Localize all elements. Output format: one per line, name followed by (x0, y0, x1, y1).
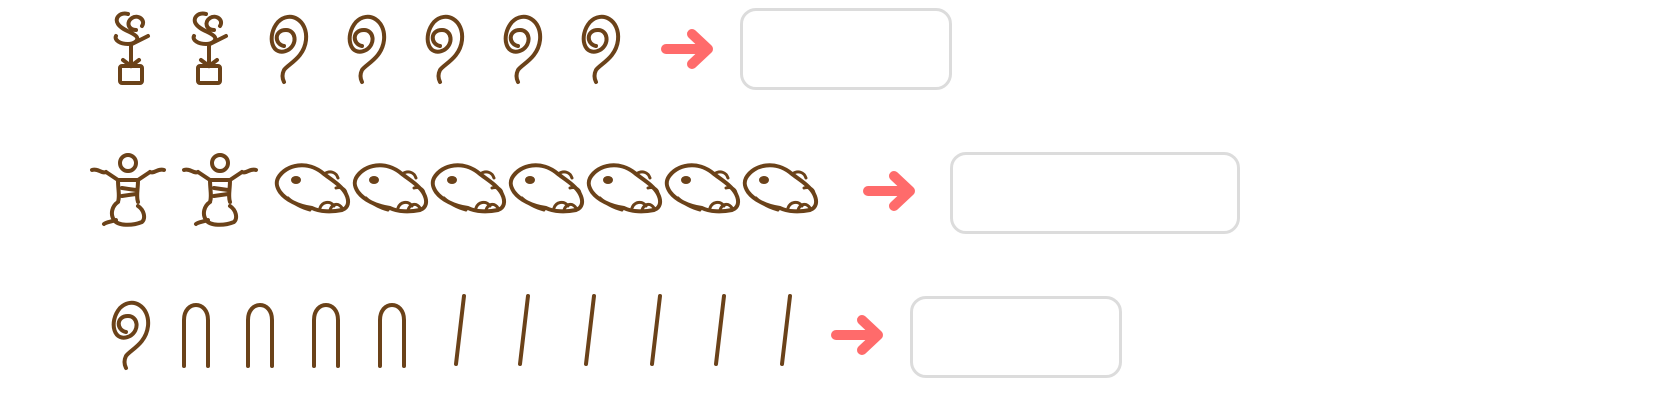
heel-icon (372, 290, 412, 370)
arrow-right-icon (660, 24, 720, 79)
coil-icon (340, 6, 390, 86)
stroke-icon (450, 290, 470, 370)
answer-input-3[interactable] (913, 299, 1123, 377)
kneeling-god-icon (88, 150, 168, 230)
coil-icon (104, 292, 154, 372)
arrow-right-icon (862, 166, 922, 221)
lotus-icon (106, 8, 156, 88)
answer-input-1[interactable] (743, 11, 953, 89)
arrow-right-icon (830, 310, 890, 365)
answer-box-3[interactable] (910, 296, 1123, 378)
stroke-icon (514, 290, 534, 370)
answer-box-2[interactable] (950, 152, 1241, 234)
stroke-icon (710, 290, 730, 370)
heel-icon (306, 290, 346, 370)
heel-icon (176, 290, 216, 370)
stroke-icon (776, 290, 796, 370)
coil-icon (262, 6, 312, 86)
heel-icon (240, 290, 280, 370)
tadpole-icon (662, 158, 742, 218)
coil-icon (496, 6, 546, 86)
coil-icon (574, 6, 624, 86)
stroke-icon (580, 290, 600, 370)
answer-input-2[interactable] (953, 155, 1241, 233)
tadpole-icon (350, 158, 430, 218)
stroke-icon (646, 290, 666, 370)
tadpole-icon (428, 158, 508, 218)
tadpole-icon (272, 158, 352, 218)
lotus-icon (184, 8, 234, 88)
tadpole-icon (506, 158, 586, 218)
coil-icon (418, 6, 468, 86)
tadpole-icon (740, 158, 820, 218)
kneeling-god-icon (180, 150, 260, 230)
answer-box-1[interactable] (740, 8, 953, 90)
tadpole-icon (584, 158, 664, 218)
